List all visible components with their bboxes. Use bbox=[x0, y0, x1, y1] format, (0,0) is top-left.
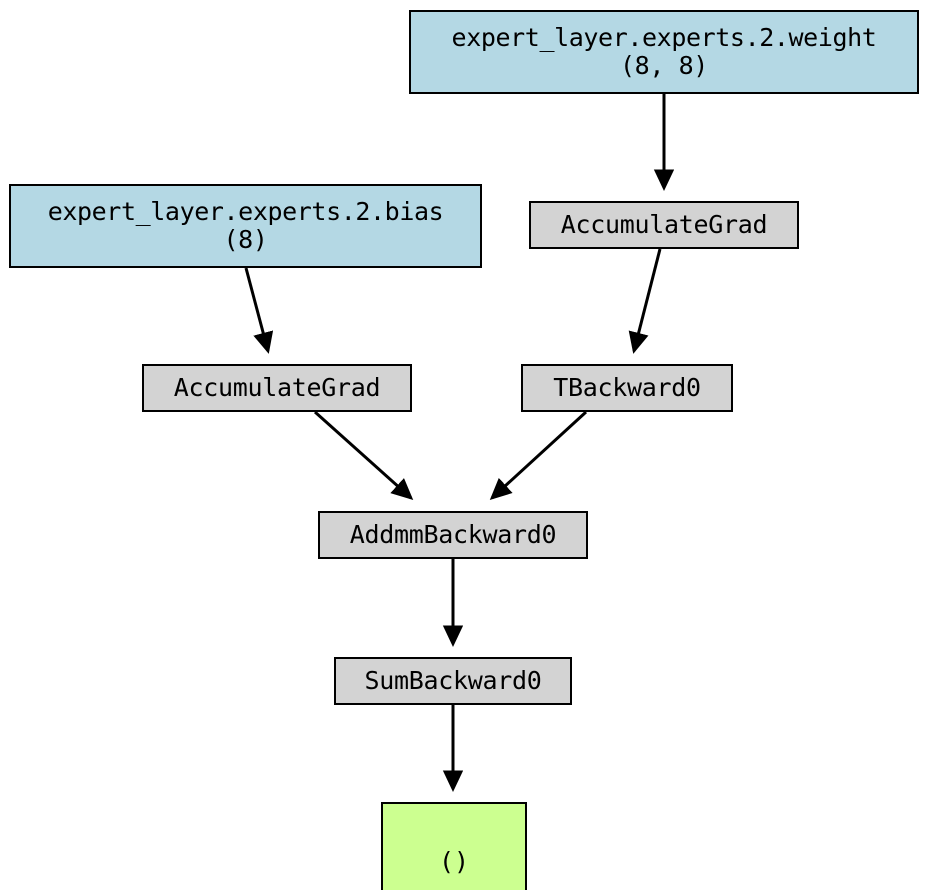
edge-accumulategrad-to-tbackward bbox=[628, 248, 662, 354]
node-output-tensor-label: () bbox=[438, 847, 470, 876]
node-weight-param[interactable]: expert_layer.experts.2.weight (8, 8) bbox=[409, 10, 919, 94]
node-bias-param[interactable]: expert_layer.experts.2.bias (8) bbox=[9, 184, 482, 268]
node-accumulategrad-bias[interactable]: AccumulateGrad bbox=[142, 364, 412, 412]
node-accumulategrad-bias-label: AccumulateGrad bbox=[173, 373, 381, 403]
node-sumbackward0-label: SumBackward0 bbox=[364, 666, 542, 696]
node-tbackward0[interactable]: TBackward0 bbox=[521, 364, 733, 412]
edge-bias-to-accumulategrad bbox=[244, 267, 274, 354]
node-addmmbackward0-label: AddmmBackward0 bbox=[349, 520, 557, 550]
node-accumulategrad-weight[interactable]: AccumulateGrad bbox=[529, 201, 799, 249]
node-accumulategrad-weight-label: AccumulateGrad bbox=[560, 210, 768, 240]
edge-accumulategrad-to-addmm bbox=[313, 410, 414, 501]
node-sumbackward0[interactable]: SumBackward0 bbox=[334, 657, 572, 705]
node-weight-param-name: expert_layer.experts.2.weight bbox=[451, 23, 877, 52]
node-addmmbackward0[interactable]: AddmmBackward0 bbox=[318, 511, 588, 559]
node-bias-param-shape: (8) bbox=[223, 225, 268, 254]
node-bias-param-name: expert_layer.experts.2.bias bbox=[47, 197, 444, 226]
edge-tbackward-to-addmm bbox=[489, 410, 588, 501]
node-tbackward0-label: TBackward0 bbox=[553, 373, 701, 403]
node-weight-param-shape: (8, 8) bbox=[620, 51, 708, 80]
node-output-tensor[interactable]: () bbox=[381, 802, 527, 890]
